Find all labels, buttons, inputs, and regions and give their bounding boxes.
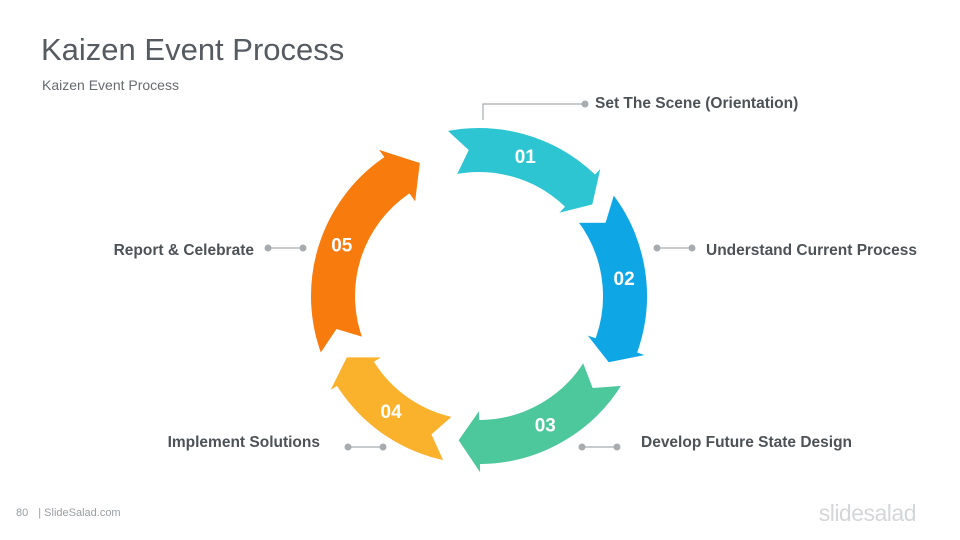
step-1-number: 01 (515, 147, 537, 168)
step-3-arrow (453, 354, 629, 486)
step-1-arrow (439, 124, 608, 220)
footer-source: | SlideSalad.com (38, 507, 121, 519)
step-3-label: Develop Future State Design (641, 434, 853, 451)
step-1-label: Set The Scene (Orientation) (595, 95, 799, 112)
connector-dot-step-1 (581, 100, 589, 108)
slide-title: Kaizen Event Process (41, 32, 345, 67)
step-4-label: Implement Solutions (167, 434, 320, 451)
step-2-number: 02 (614, 269, 635, 290)
step-4-number: 04 (381, 402, 403, 423)
step-4-arrow (320, 353, 461, 466)
slide-subtitle: Kaizen Event Process (42, 77, 179, 93)
brand-logo: slidesalad (818, 500, 917, 526)
step-5-arrow (307, 142, 425, 362)
step-5-label: Report & Celebrate (113, 242, 254, 259)
connector-step-1 (482, 103, 585, 120)
step-3-number: 03 (535, 416, 556, 437)
page-number: 80 (16, 507, 29, 519)
step-2-label: Understand Current Process (706, 242, 918, 259)
footer: 80 | SlideSalad.com (16, 507, 121, 519)
step-2-arrow (571, 187, 660, 367)
step-5-number: 05 (331, 236, 353, 257)
